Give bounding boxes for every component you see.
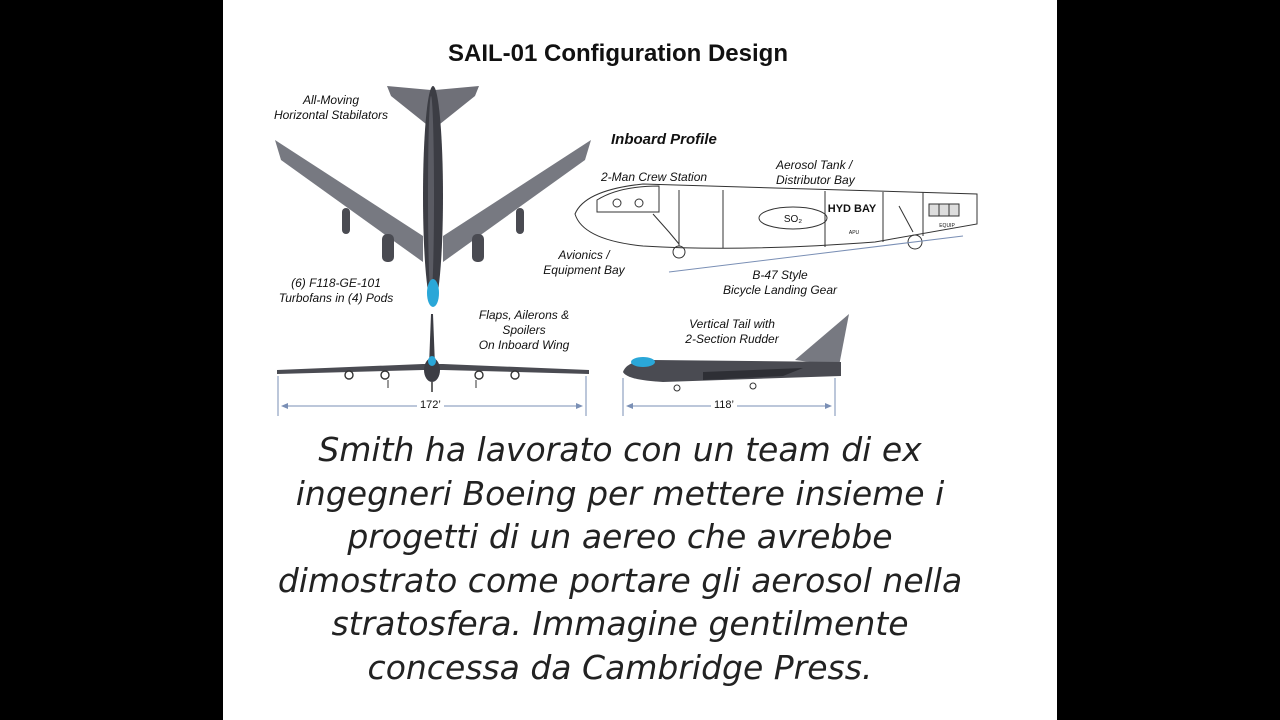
inboard-profile-drawing bbox=[574, 183, 978, 273]
hyd-bay-text: HYD BAY bbox=[828, 203, 877, 215]
stabilators-label: All-Moving Horizontal Stabilators bbox=[273, 93, 389, 122]
caption-line: stratosfera. Immagine gentilmente bbox=[331, 604, 909, 643]
diagram-panel: SAIL-01 Configuration Design bbox=[223, 0, 1057, 720]
aircraft-drawings: SO₂ HYD BAY APU EQUIP bbox=[275, 86, 978, 416]
avionics-label: Avionics / Equipment Bay bbox=[543, 248, 625, 277]
engines-label: (6) F118-GE-101 Turbofans in (4) Pods bbox=[278, 276, 394, 305]
so2-tag-text: SO₂ bbox=[784, 214, 802, 225]
caption-line: ingegneri Boeing per mettere insieme i bbox=[295, 473, 945, 513]
inboard-profile-heading: Inboard Profile bbox=[611, 131, 717, 148]
length-dimension: 118’ bbox=[711, 399, 737, 411]
caption-text: Smith ha lavorato con un team di ex inge… bbox=[243, 428, 997, 689]
aerosol-tank-label: Aerosol Tank / Distributor Bay bbox=[776, 158, 855, 187]
landing-gear-label: B-47 Style Bicycle Landing Gear bbox=[722, 268, 838, 297]
diagram-title: SAIL-01 Configuration Design bbox=[447, 40, 788, 67]
caption-line: progetti di un aereo che avrebbe bbox=[347, 517, 893, 556]
vertical-tail-label: Vertical Tail with 2-Section Rudder bbox=[685, 317, 779, 346]
equip-text: EQUIP bbox=[939, 223, 955, 229]
apu-text: APU bbox=[849, 230, 860, 236]
caption-line: dimostrato come portare gli aerosol nell… bbox=[277, 560, 963, 600]
front-view-drawing bbox=[277, 314, 589, 416]
top-view-drawing bbox=[275, 86, 591, 307]
caption-line: Smith ha lavorato con un team di ex bbox=[318, 430, 922, 469]
span-dimension: 172’ bbox=[417, 399, 444, 411]
crew-station-label: 2-Man Crew Station bbox=[601, 170, 708, 184]
flaps-label: Flaps, Ailerons & Spoilers On Inboard Wi… bbox=[478, 308, 570, 352]
caption-line: concessa da Cambridge Press. bbox=[367, 647, 873, 687]
